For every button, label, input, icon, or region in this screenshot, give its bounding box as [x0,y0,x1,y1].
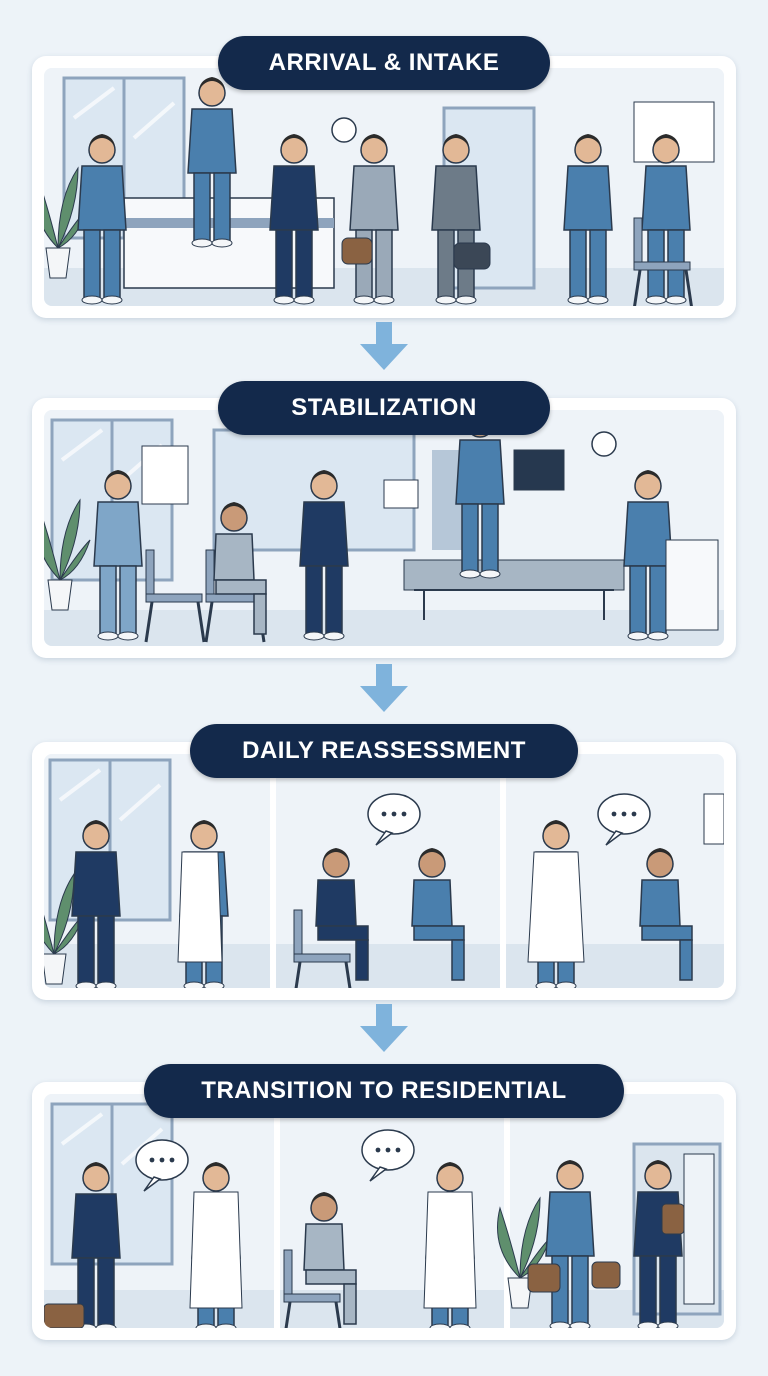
stage-card-arrival [32,56,736,318]
stage-card-transition [32,1082,736,1340]
reassessment-scene [44,754,724,988]
stage-illustration-transition [44,1094,724,1328]
stage-title-transition: TRANSITION TO RESIDENTIAL [144,1064,624,1118]
flow-arrow-3 [360,1004,408,1052]
stage-card-stabilization [32,398,736,658]
arrival-scene [44,68,724,306]
stage-card-reassessment [32,742,736,1000]
flow-arrow-2 [360,664,408,712]
flow-arrow-1 [360,322,408,370]
stage-illustration-stabilization [44,410,724,646]
stage-title-reassessment: DAILY REASSESSMENT [190,724,578,778]
stage-illustration-arrival [44,68,724,306]
transition-scene [44,1094,724,1328]
stage-title-stabilization: STABILIZATION [218,381,550,435]
stabilization-scene [44,410,724,646]
stage-illustration-reassessment [44,754,724,988]
stage-title-arrival: ARRIVAL & INTAKE [218,36,550,90]
